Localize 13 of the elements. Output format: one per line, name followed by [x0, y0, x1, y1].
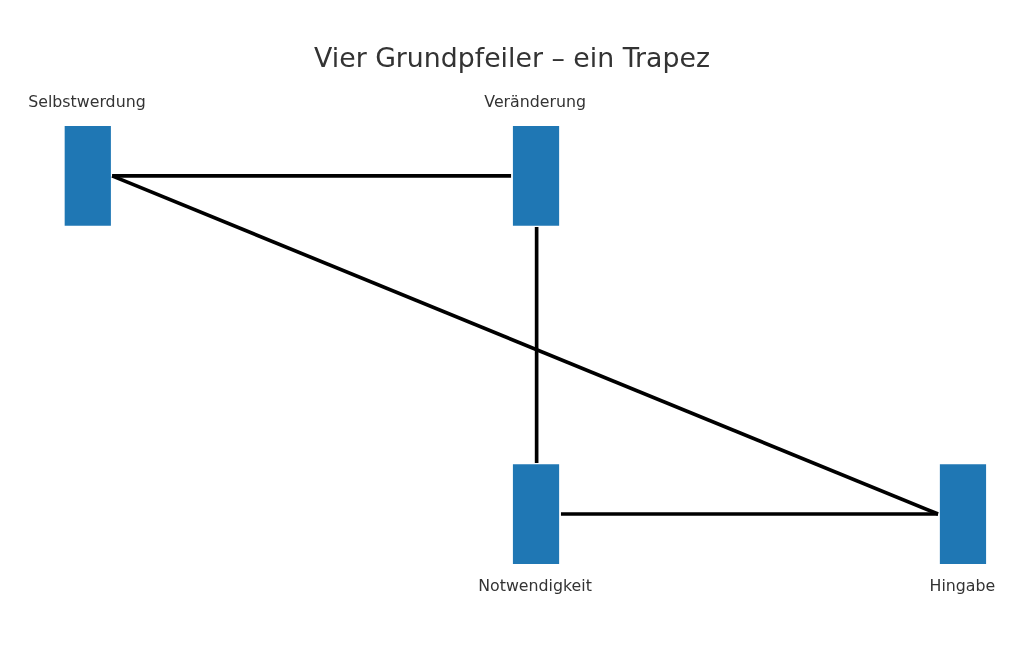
node-box — [939, 463, 987, 564]
node-label: Veränderung — [484, 91, 587, 111]
connector — [560, 511, 939, 516]
connector — [534, 226, 539, 463]
node-label: Selbstwerdung — [28, 91, 146, 111]
connector — [112, 173, 512, 178]
connector — [111, 173, 939, 516]
node-label: Notwendigkeit — [478, 575, 592, 595]
node-label: Hingabe — [929, 575, 996, 595]
diagram-title: Vier Grundpfeiler – ein Trapez — [314, 41, 710, 73]
node-box — [64, 125, 111, 226]
node-box — [512, 463, 560, 564]
node-box — [512, 125, 560, 226]
